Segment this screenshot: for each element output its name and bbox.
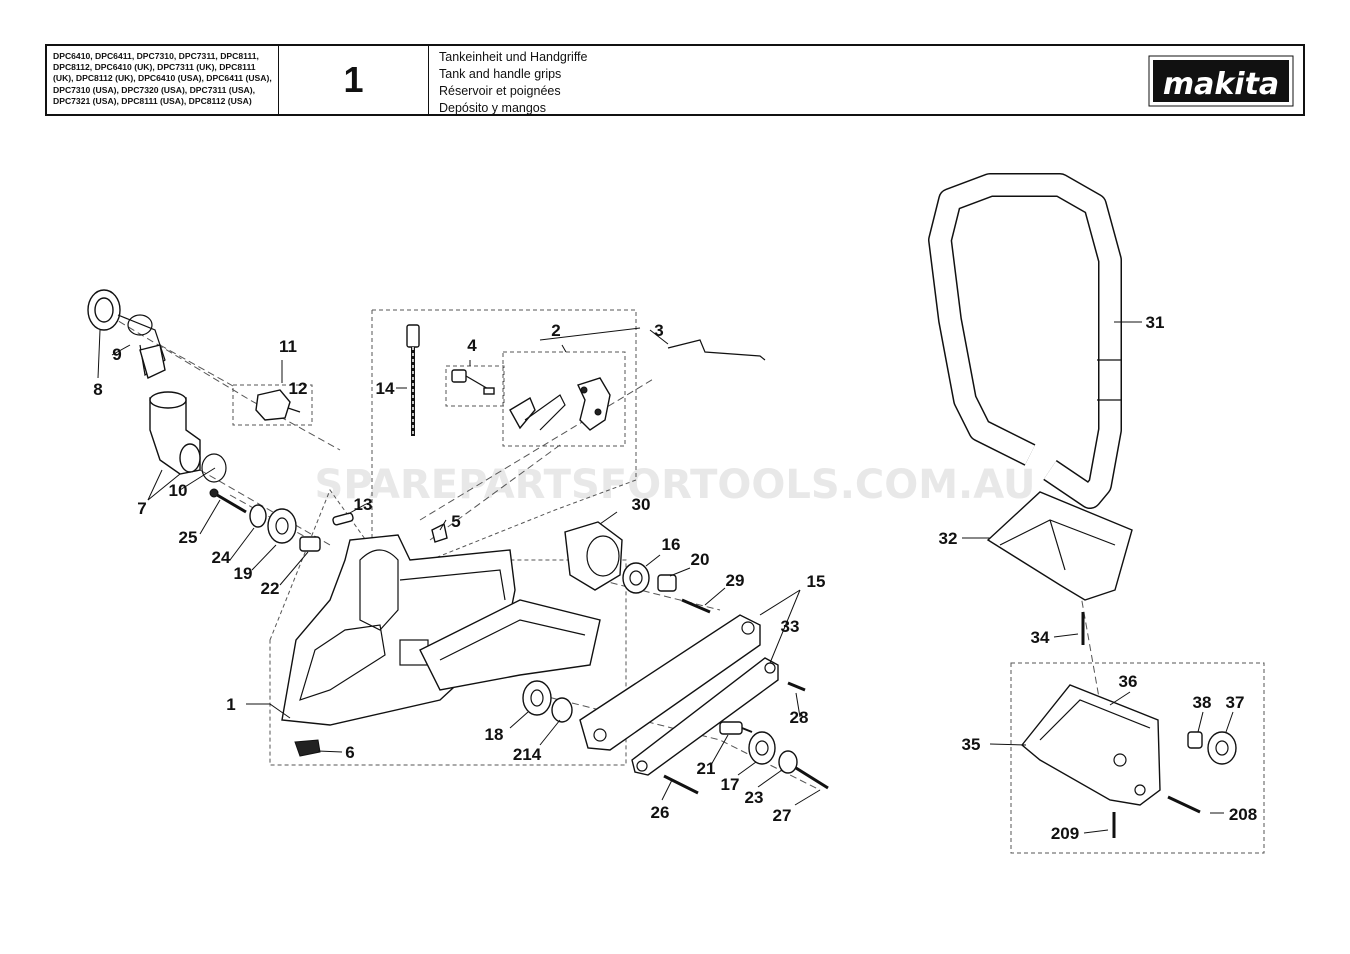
leader-lines (97, 321, 1234, 834)
title-en: Tank and handle grips (439, 67, 562, 81)
fuel-pickup-rod-part (406, 324, 420, 436)
lower-bracket-box (1010, 662, 1265, 854)
callout-7: 7 (137, 499, 146, 518)
part-2-box (502, 351, 626, 447)
title-de: Tankeinheit und Handgriffe (439, 50, 588, 64)
filter-part (255, 389, 301, 421)
callout-12: 12 (289, 379, 308, 398)
callout-37: 37 (1226, 693, 1245, 712)
callout-13: 13 (354, 495, 373, 514)
watermark-text: SPAREPARTSFORTOOLS.COM.AU (315, 462, 1036, 508)
callout-19: 19 (234, 564, 253, 583)
callout-21: 21 (697, 759, 716, 778)
left-mount-stack (209, 488, 321, 552)
lower-handle-bracket-part (1021, 684, 1161, 806)
exploded-parts-diagram: SPAREPARTSFORTOOLS.COM.AU (87, 173, 1265, 854)
part-4-box (445, 365, 505, 407)
callout-23: 23 (745, 788, 764, 807)
fuel-tank-housing-part (281, 534, 601, 757)
callout-24: 24 (212, 548, 231, 567)
model-line: DPC7321 (USA), DPC8111 (USA), DPC8112 (U… (53, 95, 252, 106)
callout-214: 214 (513, 745, 542, 764)
callout-17: 17 (721, 775, 740, 794)
callout-208: 208 (1229, 805, 1257, 824)
callout-22: 22 (261, 579, 280, 598)
spring-part (451, 369, 495, 395)
callout-10: 10 (169, 481, 188, 500)
assembly-line (159, 344, 234, 387)
throttle-rod-part (667, 339, 766, 361)
callout-27: 27 (773, 806, 792, 825)
model-line: DPC7310 (USA), DPC7320 (USA), DPC7311 (U… (53, 84, 256, 95)
callout-34: 34 (1031, 628, 1050, 647)
callout-6: 6 (345, 743, 354, 762)
upper-group-box (371, 309, 637, 561)
damper-part (1207, 731, 1237, 765)
callout-33: 33 (781, 617, 800, 636)
bracket-mount-stack (663, 721, 829, 795)
callout-18: 18 (485, 725, 504, 744)
title-block: DPC6410, DPC6411, DPC7310, DPC7311, DPC8… (45, 44, 1305, 116)
screw-part (787, 681, 806, 692)
callout-30: 30 (632, 495, 651, 514)
assembly-line (599, 579, 721, 611)
callout-5: 5 (451, 512, 460, 531)
callout-1: 1 (226, 695, 235, 714)
callout-35: 35 (962, 735, 981, 754)
fuel-cap-part (87, 289, 166, 379)
callout-31: 31 (1146, 313, 1165, 332)
callout-11: 11 (279, 337, 297, 356)
tank-group-box (269, 488, 627, 766)
assembly-line (429, 444, 561, 541)
part-11-box (232, 384, 313, 426)
svg-text:makita: makita (1163, 67, 1279, 102)
callout-20: 20 (691, 550, 710, 569)
callout-16: 16 (662, 535, 681, 554)
assembly-line (419, 377, 656, 521)
callout-3: 3 (654, 321, 663, 340)
callout-26: 26 (651, 803, 670, 822)
model-line: DPC6410, DPC6411, DPC7310, DPC7311, DPC8… (53, 51, 259, 61)
clip-part (431, 522, 448, 543)
lower-left-mount-stack (522, 680, 573, 723)
model-line: (UK), DPC8112 (UK), DPC6410 (USA), DPC64… (53, 73, 272, 84)
title-es: Depósito y mangos (439, 101, 547, 115)
assembly-line (199, 469, 331, 546)
throttle-trigger-part (509, 377, 611, 431)
callout-15: 15 (807, 572, 826, 591)
assembly-line (229, 494, 321, 546)
makita-logo: makita (1148, 55, 1294, 107)
grip-bracket-part (579, 614, 779, 776)
callout-29: 29 (726, 571, 745, 590)
callout-209: 209 (1051, 824, 1079, 843)
callout-14: 14 (376, 379, 395, 398)
callout-32: 32 (939, 529, 958, 548)
callout-38: 38 (1193, 693, 1212, 712)
callout-labels: 8 9 7 10 11 12 14 4 2 3 13 5 30 25 24 19… (93, 313, 1257, 843)
pin-part (332, 512, 354, 526)
model-list: DPC6410, DPC6411, DPC7310, DPC7311, DPC8… (47, 46, 279, 114)
page-number: 1 (279, 46, 429, 114)
fuel-elbow-part (149, 391, 227, 483)
spacer-part (1187, 731, 1203, 749)
section-titles: Tankeinheit und Handgriffe Tank and hand… (429, 46, 1303, 115)
callout-25: 25 (179, 528, 198, 547)
callout-28: 28 (790, 708, 809, 727)
right-mount-stack (622, 562, 711, 614)
handle-mount-part (564, 521, 623, 591)
assembly-line (99, 309, 341, 451)
callout-9: 9 (112, 345, 121, 364)
callout-4: 4 (467, 336, 477, 355)
callout-36: 36 (1119, 672, 1138, 691)
callout-8: 8 (93, 380, 102, 399)
upper-handle-bracket-part (986, 491, 1133, 601)
callout-2: 2 (551, 321, 560, 340)
screw-part (1167, 795, 1201, 814)
front-handle-bar-part (928, 173, 1122, 509)
title-fr: Réservoir et poignées (439, 84, 561, 98)
model-line: DPC8112, DPC6410 (UK), DPC7311 (UK), DPC… (53, 62, 256, 73)
